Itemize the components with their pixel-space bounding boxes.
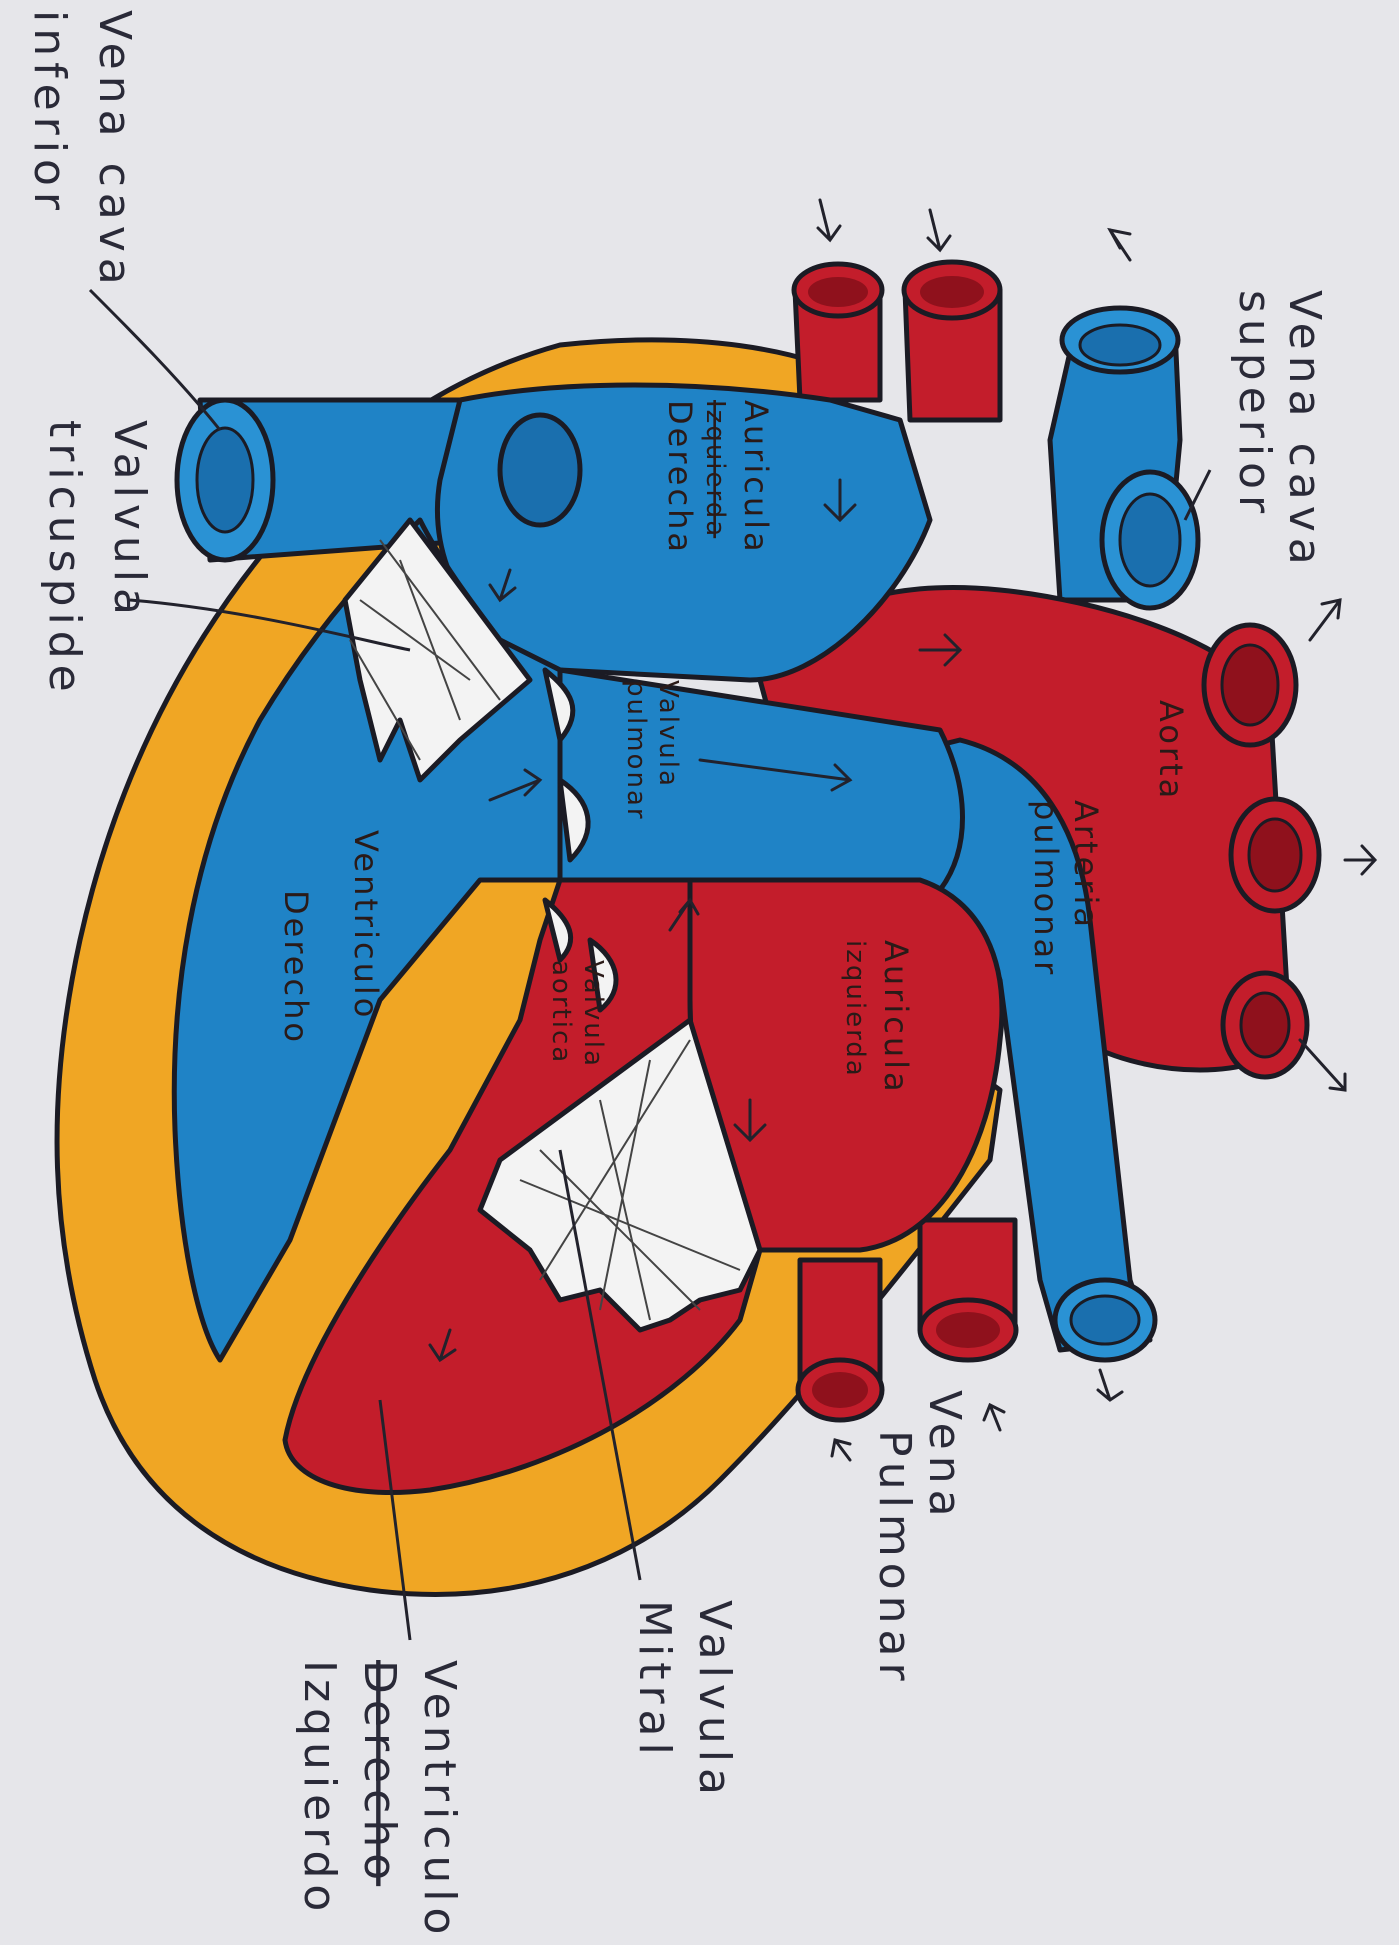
label-auricula-derecha-line-2: Izquierda (700, 400, 730, 538)
vena-cava-superior-lumen (1120, 494, 1180, 586)
label-aorta: Aorta (1152, 700, 1190, 801)
label-valvula-mitral-line-2: Mitral (629, 1600, 680, 1761)
label-auricula-izquierda-line-1: Auricula (877, 940, 915, 1095)
label-valvula-tricuspide-line-1: Valvula (104, 420, 155, 621)
label-valvula-aortica-line-1: Valvula (578, 960, 608, 1068)
auricula-derecha-opening (500, 415, 580, 525)
label-auricula-derecha-line-1: Auricula (737, 400, 775, 555)
label-auricula-derecha: Auricula Izquierda Derecha (661, 400, 775, 555)
label-valvula-pulmonar-line-1: Valvula (653, 680, 683, 788)
label-auricula-izquierda: Auricula izquierda (840, 940, 915, 1095)
label-ventriculo-izquierdo-line-2: Derecho (354, 1660, 405, 1886)
label-valvula-aortica-line-2: aortica (546, 960, 576, 1064)
label-vena-cava-inferior-line-2: inferior (24, 10, 75, 216)
label-ventriculo-izquierdo-line-3: Izquierdo (294, 1660, 345, 1917)
label-vena-cava-superior-line-2: superior (1229, 290, 1280, 519)
label-valvula-pulmonar-line-2: pulmonar (621, 680, 651, 821)
label-aorta-text: Aorta (1152, 700, 1190, 801)
label-ventriculo-derecho-line-1: Ventriculo (347, 830, 385, 1020)
label-valvula-tricuspide-line-2: tricuspide (39, 420, 90, 698)
label-auricula-derecha-line-3: Derecha (661, 400, 699, 555)
label-valvula-mitral-line-1: Valvula (689, 1600, 740, 1801)
label-ventriculo-izquierdo-line-1: Ventriculo (414, 1660, 465, 1940)
label-vena-cava-inferior-line-1: Vena cava (89, 10, 140, 291)
vena-cava-superior-lumen-top (1080, 325, 1160, 365)
label-arteria-pulmonar-line-2: pulmonar (1027, 800, 1065, 977)
label-arteria-pulmonar-line-1: Arteria (1067, 800, 1105, 930)
label-vena-pulmonar-line-1: Vena (919, 1390, 970, 1523)
label-auricula-izquierda-line-2: izquierda (840, 940, 870, 1078)
label-vena-pulmonar-line-2: Pulmonar (869, 1430, 920, 1687)
label-ventriculo-derecho-line-2: Derecho (277, 890, 315, 1045)
label-vena-cava-superior-line-1: Vena cava (1279, 290, 1330, 571)
